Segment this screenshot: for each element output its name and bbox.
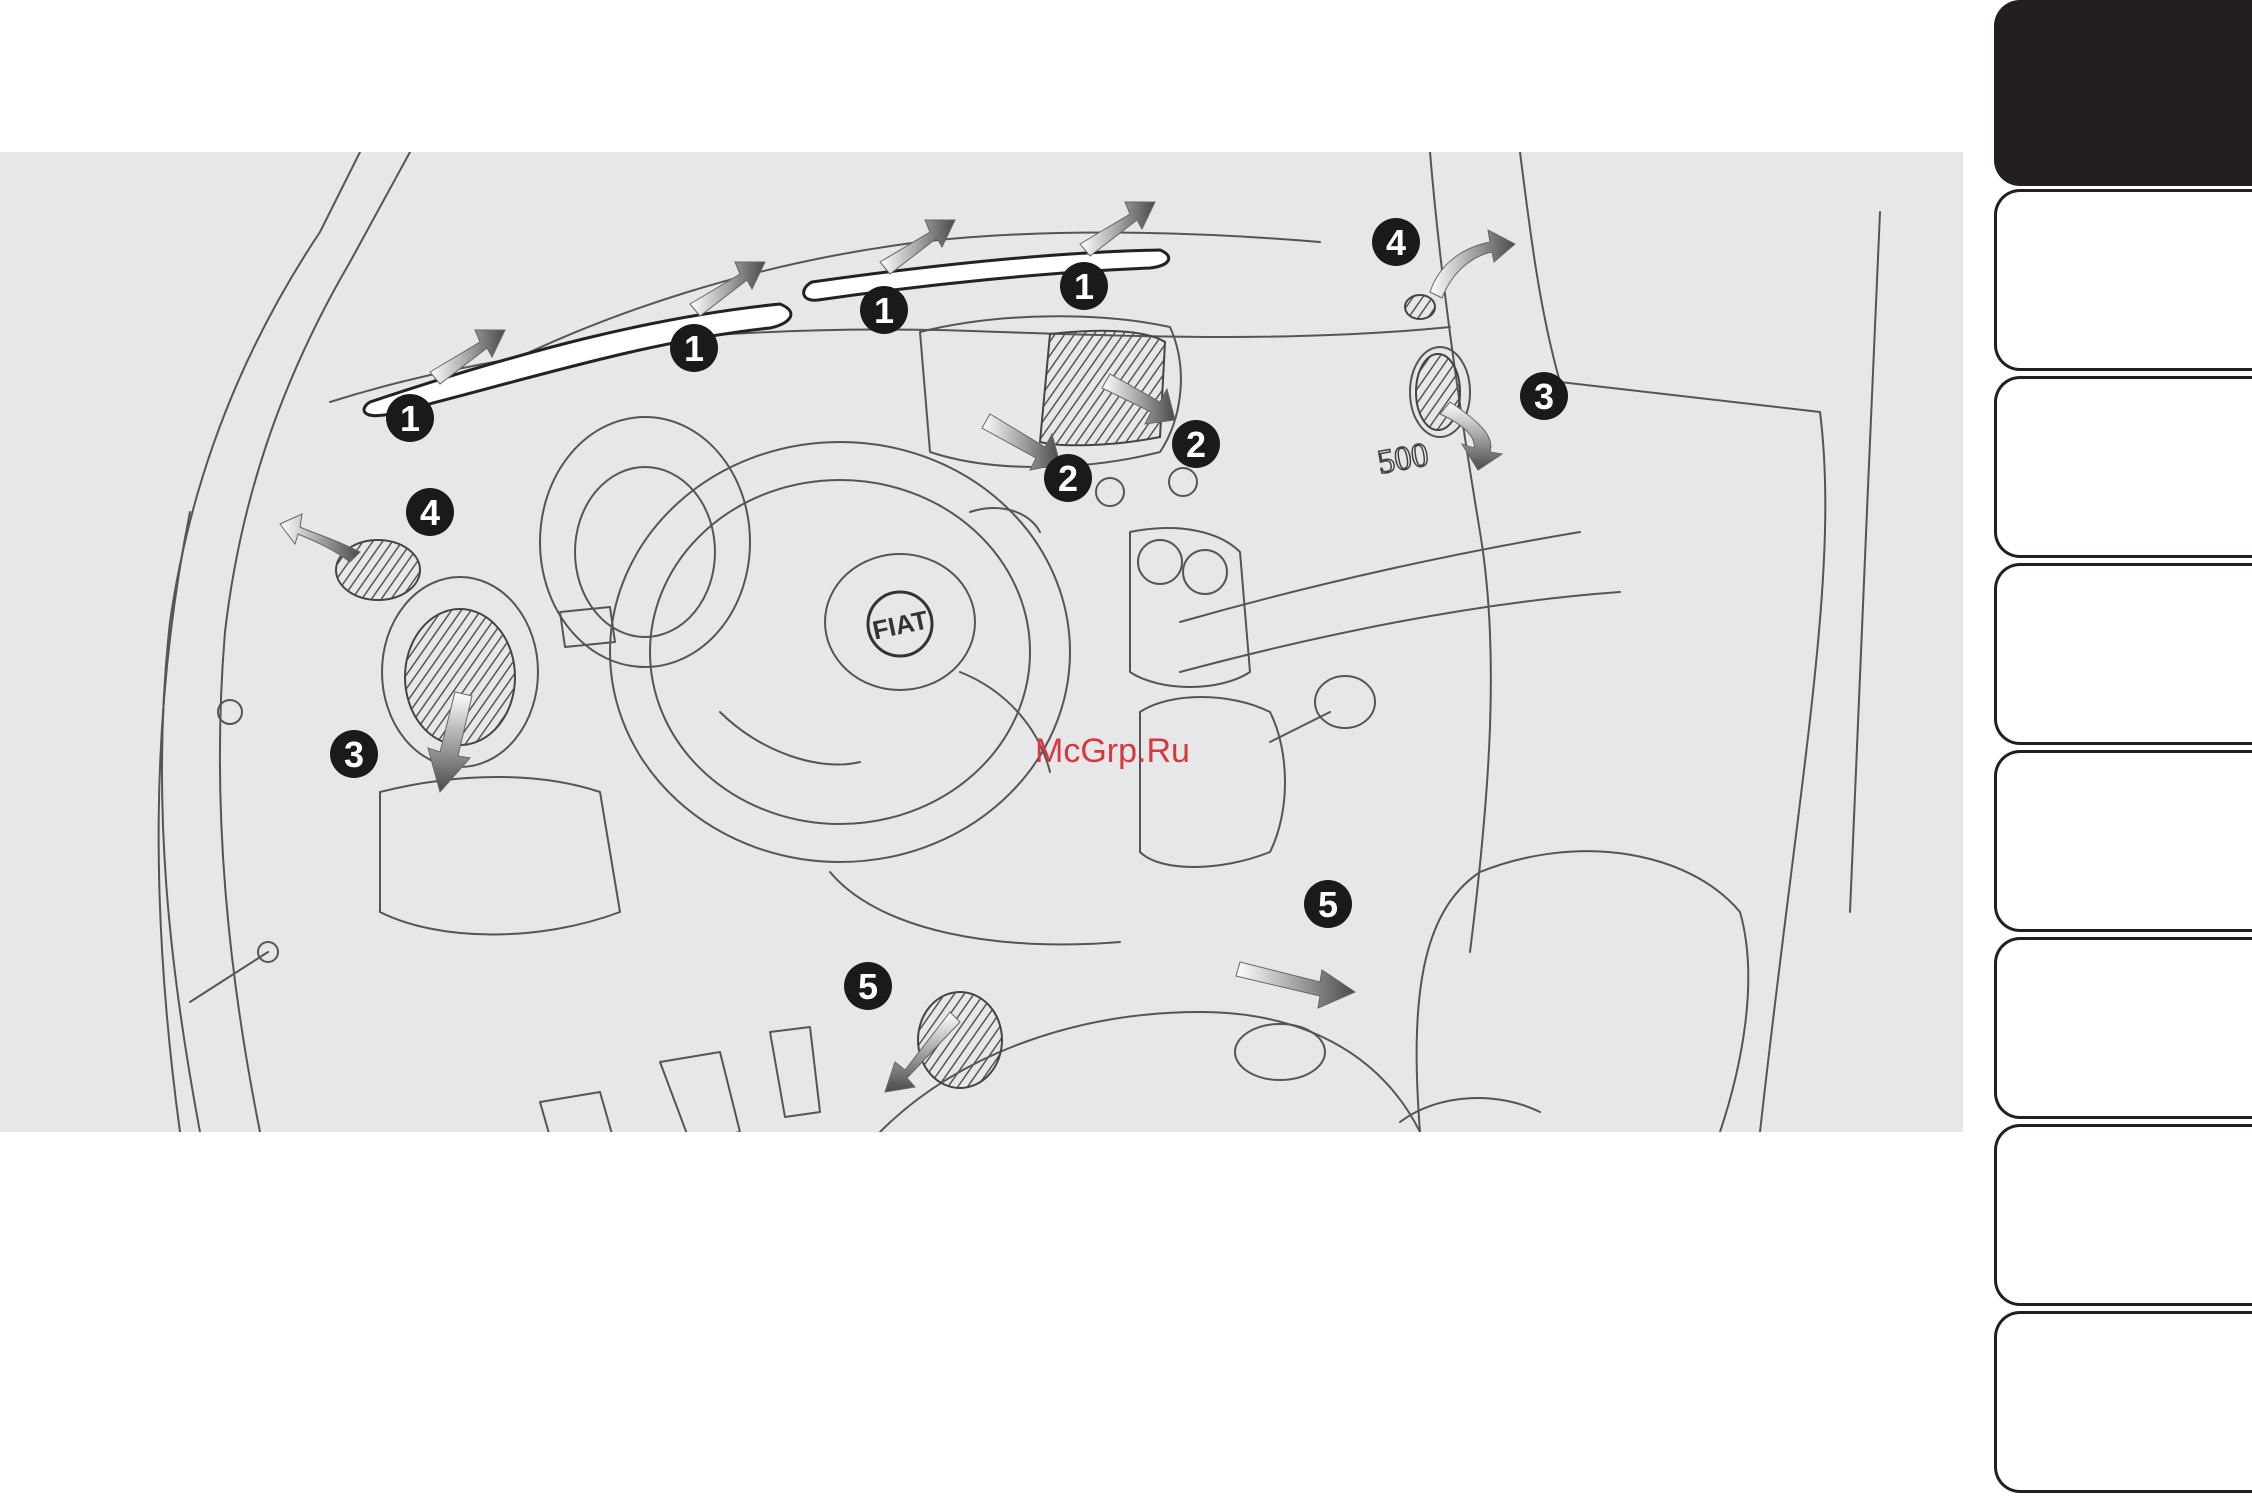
pedal-2 — [660, 1052, 740, 1132]
svg-text:1: 1 — [1074, 266, 1094, 307]
callout-5-left: 5 — [844, 962, 892, 1010]
svg-text:2: 2 — [1058, 458, 1078, 499]
steering-column — [970, 508, 1040, 532]
left-lower-panel — [380, 777, 620, 935]
door-latch — [190, 952, 268, 1002]
watermark: McGrp.Ru — [1035, 732, 1190, 770]
svg-text:3: 3 — [344, 734, 364, 775]
right-door-line-2 — [1850, 212, 1880, 912]
svg-text:4: 4 — [1386, 222, 1406, 263]
console-knob-2 — [1183, 550, 1227, 594]
door-lock-knob — [218, 700, 242, 724]
callout-4-right: 4 — [1372, 218, 1420, 266]
pedal-1 — [540, 1092, 620, 1132]
callout-1-b: 1 — [670, 324, 718, 372]
svg-text:5: 5 — [1318, 884, 1338, 925]
ventilation-diagram: FIAT 500 McGrp.Ru 1 1 1 1 2 2 3 3 4 4 5 … — [0, 152, 1963, 1132]
gear-boot — [1140, 697, 1285, 867]
vent-4-right — [1405, 295, 1435, 319]
callout-group: 1 1 1 1 2 2 3 3 4 4 5 5 — [330, 218, 1568, 1010]
instrument-cluster-inner — [575, 467, 715, 637]
defroster-slot-left — [364, 304, 791, 416]
svg-text:5: 5 — [858, 966, 878, 1007]
door-frame-inner — [220, 152, 410, 1132]
callout-3-right: 3 — [1520, 372, 1568, 420]
arrow-5-right — [1236, 962, 1355, 1008]
arrow-4-left — [280, 514, 360, 562]
dashboard-illustration: FIAT 500 McGrp.Ru 1 1 1 1 2 2 3 3 4 4 5 … — [0, 152, 1963, 1132]
callout-4-left: 4 — [406, 488, 454, 536]
callout-1-d: 1 — [1060, 262, 1108, 310]
steering-spoke-left — [720, 712, 860, 765]
gear-knob — [1315, 676, 1375, 728]
arrow-4-right — [1430, 230, 1515, 298]
svg-text:2: 2 — [1186, 424, 1206, 465]
svg-text:1: 1 — [684, 328, 704, 369]
section-tab-8[interactable] — [1994, 1311, 2252, 1493]
svg-text:4: 4 — [420, 492, 440, 533]
section-tab-2[interactable] — [1994, 189, 2252, 371]
fiat-logo: FIAT — [868, 592, 932, 656]
section-tab-4[interactable] — [1994, 563, 2252, 745]
callout-2-a: 2 — [1044, 454, 1092, 502]
section-tabs — [1994, 0, 2252, 1500]
right-pillar — [1430, 152, 1491, 952]
section-tab-7[interactable] — [1994, 1124, 2252, 1306]
arrow-1d — [1080, 202, 1155, 256]
callout-1-a: 1 — [386, 394, 434, 442]
svg-text:1: 1 — [400, 398, 420, 439]
section-tab-5[interactable] — [1994, 750, 2252, 932]
passenger-seat-inner — [1400, 1098, 1540, 1122]
right-door-line — [1760, 412, 1825, 1132]
right-window — [1520, 152, 1820, 412]
callout-1-c: 1 — [860, 286, 908, 334]
callout-2-b: 2 — [1172, 420, 1220, 468]
tunnel-line — [830, 872, 1120, 944]
console-cup — [1235, 1024, 1325, 1080]
section-tab-6[interactable] — [1994, 937, 2252, 1119]
dash-500-badge: 500 — [1375, 436, 1432, 481]
fiat-logo-text: FIAT — [870, 604, 931, 645]
steering-wheel-rim — [610, 442, 1070, 862]
console-knob-3 — [1096, 478, 1124, 506]
steering-wheel-inner — [650, 480, 1030, 824]
defroster-slot-right — [804, 250, 1169, 300]
passenger-seat — [1417, 851, 1749, 1132]
console-knob-4 — [1169, 468, 1197, 496]
svg-text:1: 1 — [874, 290, 894, 331]
pedal-3 — [770, 1027, 820, 1117]
section-tab-3[interactable] — [1994, 376, 2252, 558]
section-tab-1[interactable] — [1994, 0, 2252, 186]
passenger-dash — [1180, 532, 1580, 622]
callout-5-right: 5 — [1304, 880, 1352, 928]
svg-text:3: 3 — [1534, 376, 1554, 417]
callout-3-left: 3 — [330, 730, 378, 778]
console-knob-1 — [1138, 540, 1182, 584]
